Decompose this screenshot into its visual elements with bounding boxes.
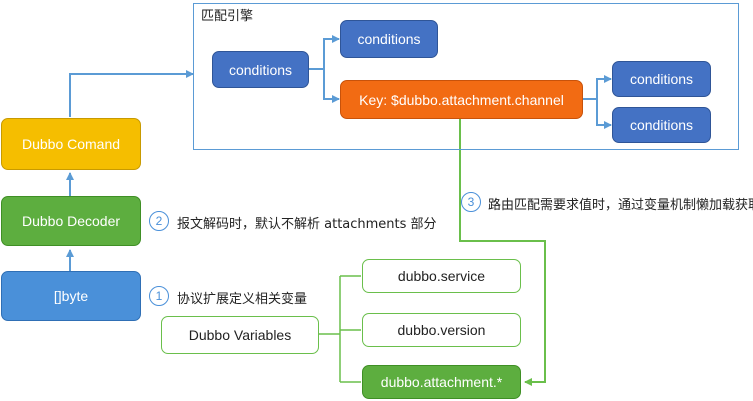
note-text-3: 路由匹配需要求值时，通过变量机制懒加载获取 <box>488 198 753 213</box>
dubbo-command-node[interactable]: Dubbo Comand <box>1 118 141 170</box>
dubbo-attachment-node[interactable]: dubbo.attachment.* <box>362 365 521 399</box>
sub-conditions-node-2[interactable]: conditions <box>612 107 711 143</box>
arrow-command-to-engine <box>69 70 194 117</box>
arrow-key-to-conditions-2 <box>596 99 612 129</box>
note-number-1: 1 <box>149 286 169 306</box>
variables-bracket <box>319 275 361 383</box>
match-engine-title: 匹配引擎 <box>201 9 254 24</box>
sub-conditions-node-1[interactable]: conditions <box>612 61 711 97</box>
arrow-key-to-conditions-1 <box>583 75 612 100</box>
note-number-2: 2 <box>149 211 169 231</box>
root-conditions-node[interactable]: conditions <box>212 51 309 88</box>
dubbo-service-node[interactable]: dubbo.service <box>362 259 521 293</box>
key-channel-node[interactable]: Key: $dubbo.attachment.channel <box>340 80 583 119</box>
note-text-1: 协议扩展定义相关变量 <box>177 292 308 307</box>
arrow-root-to-key <box>323 69 340 103</box>
dubbo-version-node[interactable]: dubbo.version <box>362 313 521 347</box>
arrow-root-to-conditions <box>309 35 340 70</box>
branch-conditions-node[interactable]: conditions <box>340 20 438 58</box>
match-engine-group <box>193 3 739 150</box>
dubbo-variables-node[interactable]: Dubbo Variables <box>161 316 319 354</box>
arrow-key-to-attachment <box>459 119 546 386</box>
dubbo-decoder-node[interactable]: Dubbo Decoder <box>1 196 141 246</box>
note-number-3: 3 <box>461 192 481 212</box>
note-text-2: 报文解码时，默认不解析 attachments 部分 <box>177 217 437 232</box>
byte-node[interactable]: []byte <box>1 271 141 321</box>
